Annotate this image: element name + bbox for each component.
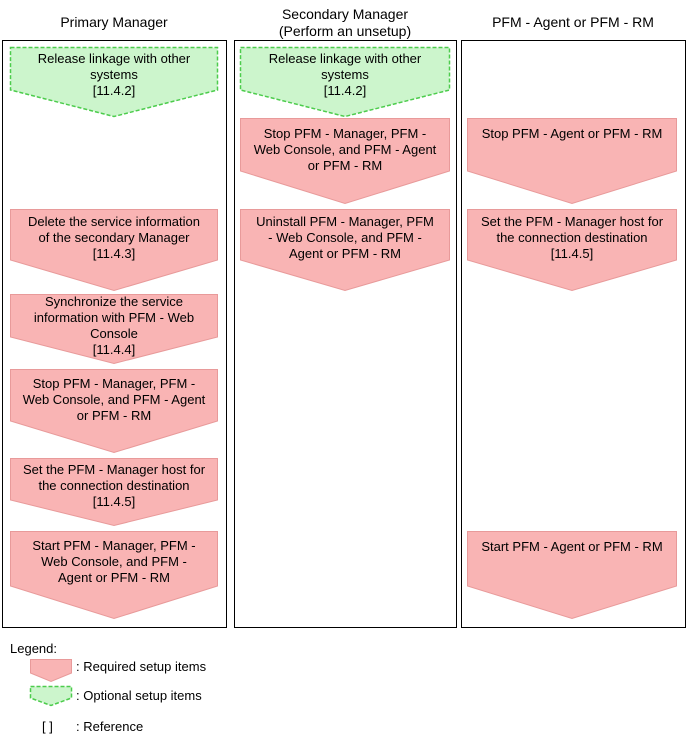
step-line: Stop PFM - Manager, PFM -: [32, 376, 196, 391]
step-line: [11.4.5]: [550, 246, 594, 261]
step-stop-agent-rm: Stop PFM - Agent or PFM - RM: [467, 118, 677, 205]
required-pentagon-shape: [10, 458, 218, 527]
step-line: Start PFM - Manager, PFM -: [32, 538, 196, 553]
optional-pentagon-shape: [29, 685, 73, 707]
step-line: [11.4.3]: [92, 246, 136, 261]
step-line: Agent or PFM - RM: [289, 246, 401, 261]
step-line: Agent or PFM - RM: [58, 570, 170, 585]
required-pentagon-shape: [10, 209, 218, 292]
step-release-linkage-primary: Release linkage with other systems [11.4…: [9, 46, 219, 118]
optional-pentagon-shape: [239, 46, 451, 118]
column-title-agent-rm: PFM - Agent or PFM - RM: [461, 14, 685, 31]
step-line: or PFM - RM: [307, 158, 383, 173]
column-box-primary-manager: [2, 40, 227, 628]
optional-shape-outline: [29, 685, 73, 707]
step-line: Stop PFM - Agent or PFM - RM: [481, 126, 663, 141]
legend-optional-label: : Optional setup items: [76, 688, 202, 703]
optional-pentagon-shape: [9, 46, 219, 118]
step-line: [11.4.2]: [323, 83, 367, 98]
step-set-manager-host-agent: Set the PFM - Manager host for the conne…: [467, 209, 677, 292]
required-pentagon-shape: [467, 531, 677, 620]
legend-required-swatch: [30, 659, 72, 683]
step-line: or PFM - RM: [76, 408, 152, 423]
step-line: Release linkage with other: [268, 51, 422, 66]
step-line: Synchronize the service: [44, 294, 183, 309]
legend-title: Legend:: [10, 641, 57, 656]
step-line: Console: [90, 326, 138, 341]
required-shape-outline: [467, 209, 677, 292]
column-box-agent-rm: [461, 40, 686, 628]
step-line: systems: [90, 67, 138, 82]
required-shape-outline: [240, 209, 450, 292]
step-line: [11.4.4]: [92, 342, 136, 357]
required-shape-outline: [10, 369, 218, 454]
step-line: the connection destination: [496, 230, 648, 245]
required-shape-outline: [240, 118, 450, 205]
step-line: of the secondary Manager: [38, 230, 190, 245]
column-box-secondary-manager: [234, 40, 457, 628]
step-line: Web Console, and PFM - Agent: [22, 392, 206, 407]
required-pentagon-shape: [240, 209, 450, 292]
required-pentagon-shape: [467, 118, 677, 205]
step-synchronize-service-info: Synchronize the service information with…: [10, 294, 218, 365]
required-shape-outline: [30, 659, 72, 683]
title-line: Primary Manager: [60, 14, 168, 30]
required-pentagon-shape: [10, 294, 218, 365]
step-start-pfm-primary: Start PFM - Manager, PFM - Web Console, …: [10, 531, 218, 620]
step-line: Web Console, and PFM -: [41, 554, 187, 569]
step-line: Uninstall PFM - Manager, PFM: [256, 214, 434, 229]
required-pentagon-shape: [30, 659, 72, 683]
required-shape-outline: [10, 294, 218, 365]
title-line: (Perform an unsetup): [278, 23, 412, 39]
required-pentagon-shape: [10, 531, 218, 620]
column-title-secondary-manager: Secondary Manager (Perform an unsetup): [234, 6, 456, 40]
required-pentagon-shape: [467, 209, 677, 292]
legend-required-label: : Required setup items: [76, 659, 207, 674]
title-line: PFM - Agent or PFM - RM: [492, 14, 654, 30]
legend-optional-swatch: [29, 685, 73, 707]
step-stop-pfm-primary: Stop PFM - Manager, PFM - Web Console, a…: [10, 369, 218, 454]
step-line: [11.4.5]: [92, 494, 136, 509]
step-line: Release linkage with other: [37, 51, 191, 66]
column-title-primary-manager: Primary Manager: [2, 14, 226, 31]
optional-shape-outline: [9, 46, 219, 118]
required-shape-outline: [10, 458, 218, 527]
step-line: [11.4.2]: [92, 83, 136, 98]
step-set-manager-host-primary: Set the PFM - Manager host for the conne…: [10, 458, 218, 527]
step-stop-pfm-secondary: Stop PFM - Manager, PFM - Web Console, a…: [240, 118, 450, 205]
step-line: information with PFM - Web: [33, 310, 195, 325]
step-release-linkage-secondary: Release linkage with other systems [11.4…: [239, 46, 451, 118]
step-line: Delete the service information: [28, 214, 200, 229]
step-uninstall-pfm: Uninstall PFM - Manager, PFM - Web Conso…: [240, 209, 450, 292]
required-shape-outline: [10, 531, 218, 620]
title-line: Secondary Manager: [281, 6, 409, 22]
legend-reference-label: : Reference: [76, 719, 144, 734]
required-shape-outline: [10, 209, 218, 292]
step-line: Start PFM - Agent or PFM - RM: [481, 539, 663, 554]
step-line: Stop PFM - Manager, PFM -: [263, 126, 427, 141]
required-pentagon-shape: [10, 369, 218, 454]
required-pentagon-shape: [240, 118, 450, 205]
step-delete-service-info: Delete the service information of the se…: [10, 209, 218, 292]
required-shape-outline: [467, 531, 677, 620]
step-line: Set the PFM - Manager host for: [480, 214, 664, 229]
step-line: systems: [321, 67, 369, 82]
required-shape-outline: [467, 118, 677, 205]
step-line: - Web Console, and PFM -: [268, 230, 422, 245]
optional-shape-outline: [239, 46, 451, 118]
step-line: Web Console, and PFM - Agent: [253, 142, 437, 157]
step-line: Set the PFM - Manager host for: [22, 462, 206, 477]
legend-reference-symbol: [ ]: [42, 719, 53, 734]
step-start-agent-rm: Start PFM - Agent or PFM - RM: [467, 531, 677, 620]
step-line: the connection destination: [38, 478, 190, 493]
